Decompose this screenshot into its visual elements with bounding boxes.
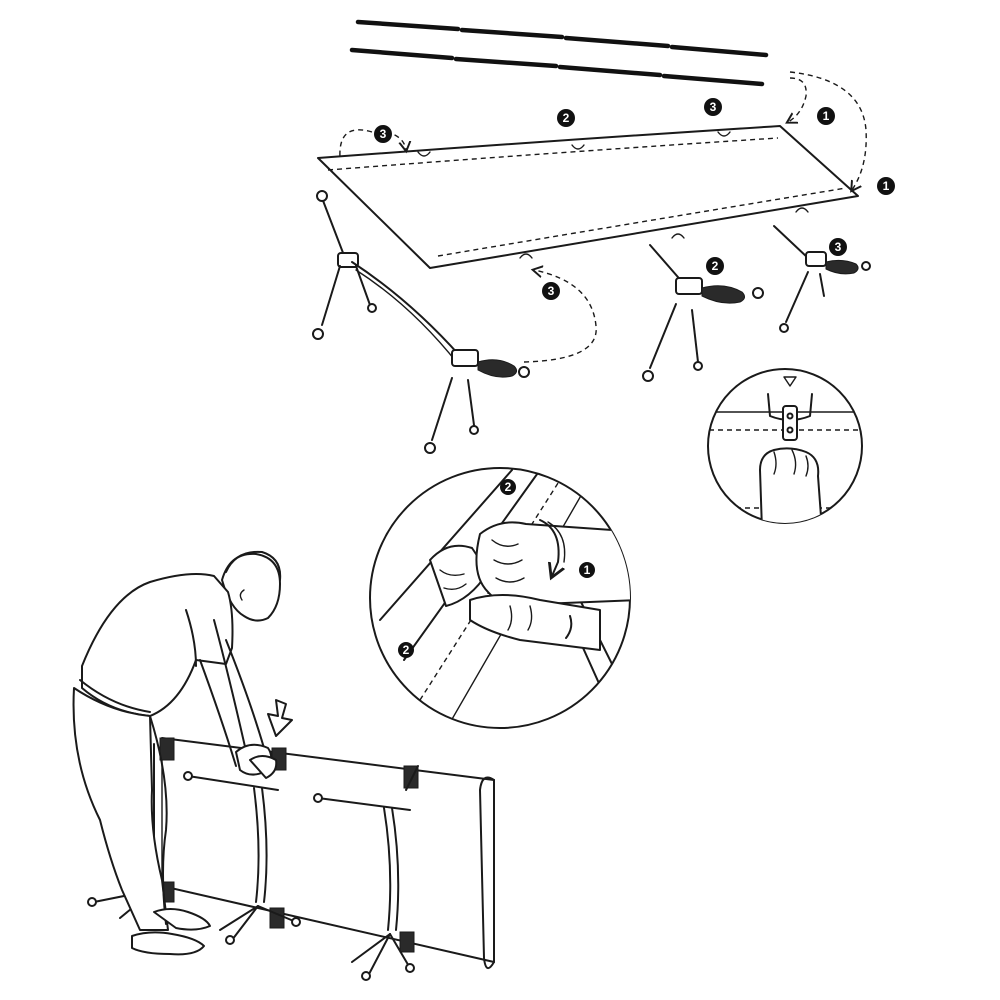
svg-text:2: 2: [563, 111, 570, 125]
cot-fabric: [317, 125, 859, 269]
rod-segment: [355, 19, 461, 32]
svg-text:3: 3: [835, 240, 842, 254]
leg-connector: [779, 251, 871, 333]
step-badge: 3: [704, 98, 722, 116]
svg-text:2: 2: [712, 259, 719, 273]
corner-bracket: [159, 737, 175, 761]
step-badge: 3: [374, 125, 392, 143]
rod-segment: [557, 64, 663, 78]
rod-segment: [349, 47, 455, 61]
rod-segment: [669, 44, 769, 58]
svg-text:1: 1: [823, 109, 830, 123]
person-figure: [72, 550, 282, 956]
svg-text:2: 2: [403, 643, 410, 657]
step-badge: 1: [579, 562, 595, 578]
down-arrow-icon: [267, 699, 293, 737]
step-badge: 3: [829, 238, 847, 256]
svg-text:3: 3: [548, 284, 555, 298]
leg-connector: [642, 277, 764, 382]
side-rods: [349, 19, 769, 87]
rod-segment: [459, 27, 565, 40]
detail-circle-clip: [707, 368, 863, 524]
step-badge: 2: [706, 257, 724, 275]
step-badge: 1: [877, 177, 895, 195]
svg-text:2: 2: [505, 480, 512, 494]
shoe: [153, 908, 211, 931]
down-triangle-icon: [783, 376, 797, 387]
svg-text:1: 1: [883, 179, 890, 193]
leg-connector: [312, 252, 377, 340]
step-badge: 3: [542, 282, 560, 300]
leg-connector: [424, 349, 530, 454]
step-badge: 2: [500, 479, 516, 495]
rod-segment: [661, 73, 765, 87]
detail-circle-connector: 2 1 2: [369, 467, 631, 729]
step-badge: 1: [817, 107, 835, 125]
shoe: [131, 931, 205, 956]
corner-bracket: [399, 931, 415, 953]
svg-text:3: 3: [380, 127, 387, 141]
step-badge: 2: [557, 109, 575, 127]
svg-text:3: 3: [710, 100, 717, 114]
rod-segment: [563, 35, 671, 49]
cot-side-view: [87, 737, 495, 981]
step-badge: 2: [398, 642, 414, 658]
rod-segment: [453, 56, 559, 69]
cot-frame: [312, 190, 871, 454]
svg-text:1: 1: [584, 563, 591, 577]
